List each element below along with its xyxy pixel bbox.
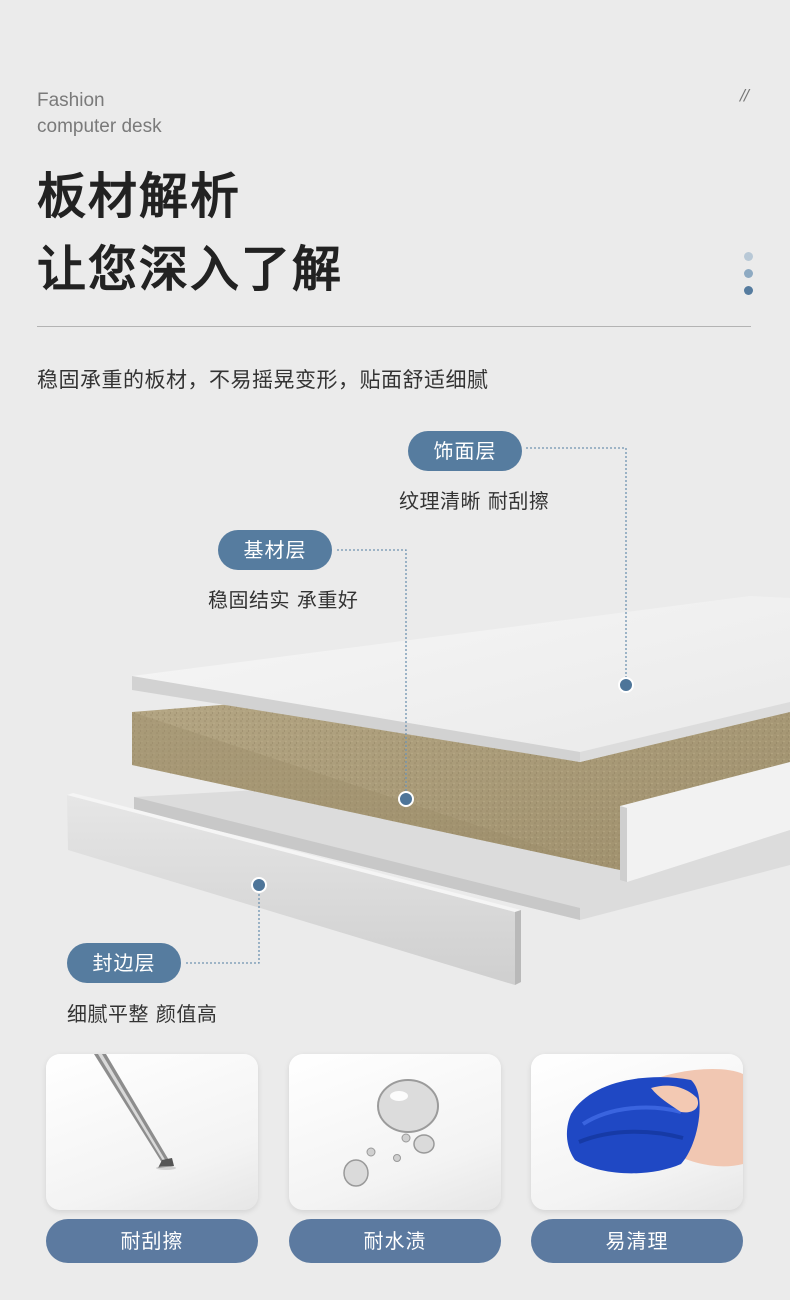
corner-slash-mark: // bbox=[740, 86, 749, 104]
feature-card-scratch bbox=[46, 1054, 258, 1210]
core-layer-label: 基材层 bbox=[218, 530, 332, 570]
dot-icon bbox=[744, 252, 753, 261]
core-marker-icon bbox=[398, 791, 414, 807]
water-droplets-icon bbox=[343, 1079, 439, 1187]
feature-card-water bbox=[289, 1054, 501, 1210]
divider bbox=[37, 326, 751, 327]
dot-active-icon bbox=[744, 286, 753, 295]
feature-card-clean bbox=[531, 1054, 743, 1210]
leader-lines bbox=[186, 447, 627, 964]
feature-label-water: 耐水渍 bbox=[289, 1219, 501, 1263]
brand-line-1: Fashion bbox=[37, 90, 105, 111]
intro-text: 稳固承重的板材，不易摇晃变形，贴面舒适细腻 bbox=[37, 368, 489, 392]
screwdriver-scratch-icon bbox=[94, 1054, 176, 1170]
headline-line-2: 让您深入了解 bbox=[37, 241, 344, 298]
edge-marker-icon bbox=[251, 877, 267, 893]
pagination-dots bbox=[744, 252, 754, 303]
board-layers-illustration bbox=[67, 447, 790, 985]
edge-layer-caption: 细腻平整 颜值高 bbox=[67, 1002, 218, 1026]
surface-marker-icon bbox=[618, 677, 634, 693]
dot-icon bbox=[744, 269, 753, 278]
surface-layer-caption: 纹理清晰 耐刮擦 bbox=[399, 489, 550, 513]
headline-line-1: 板材解析 bbox=[37, 168, 242, 225]
cleaning-cloth-icon bbox=[566, 1069, 743, 1174]
edge-banding-strip bbox=[67, 793, 521, 985]
feature-label-scratch: 耐刮擦 bbox=[46, 1219, 258, 1263]
edge-layer-label: 封边层 bbox=[67, 943, 181, 983]
feature-label-clean: 易清理 bbox=[531, 1219, 743, 1263]
brand-line-2: computer desk bbox=[37, 116, 162, 137]
surface-layer-label: 饰面层 bbox=[408, 431, 522, 471]
right-edge-strip bbox=[620, 762, 790, 882]
core-layer-caption: 稳固结实 承重好 bbox=[208, 588, 359, 612]
brand-tagline: Fashion computer desk bbox=[37, 88, 162, 140]
